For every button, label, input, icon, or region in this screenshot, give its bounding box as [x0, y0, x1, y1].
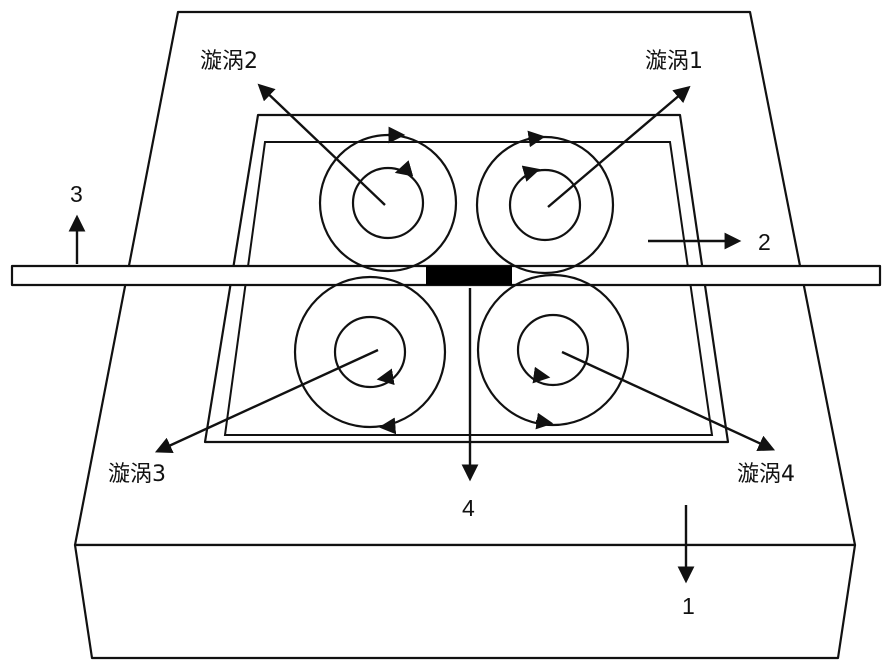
leader-vortex-4	[561, 350, 776, 451]
label-vortex-4: 漩涡4	[737, 462, 795, 487]
strip-core	[426, 266, 512, 285]
label-1: 1	[682, 593, 695, 619]
block-front-face	[73, 543, 857, 660]
label-vortex-1: 漩涡1	[645, 49, 703, 74]
leader-vortex-1	[547, 85, 691, 208]
label-vortex-3: 漩涡3	[108, 462, 166, 487]
label-3: 3	[70, 181, 83, 207]
vortex-upper-left	[318, 126, 458, 273]
label-4: 4	[462, 495, 475, 521]
leader-vortex-3	[154, 348, 379, 454]
label-vortex-2: 漩涡2	[200, 49, 258, 74]
vortex-lower-right	[476, 273, 630, 430]
strip	[10, 264, 882, 287]
label-2: 2	[758, 229, 771, 255]
vortex-upper-right	[475, 130, 615, 275]
vortex-lower-left	[293, 275, 447, 435]
leader-vortex-2	[257, 83, 386, 206]
